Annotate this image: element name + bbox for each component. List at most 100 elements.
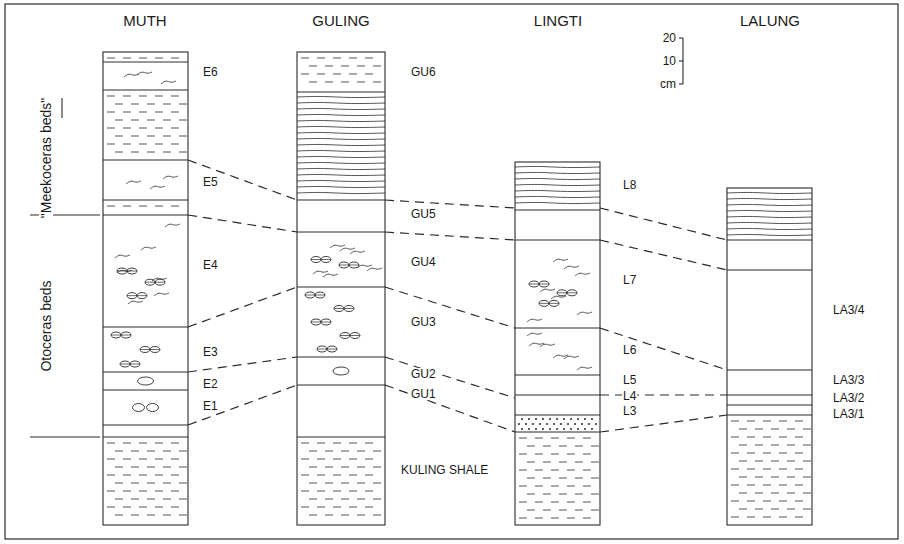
shale-dash (551, 454, 559, 455)
wavy-bedding (367, 268, 382, 271)
shale-dash (551, 438, 559, 439)
shale-dash (551, 502, 559, 503)
shale-dash (803, 477, 811, 478)
shale-dash (583, 502, 591, 503)
shale-dash (779, 469, 787, 470)
shale-dash (771, 461, 779, 462)
shale-dash (341, 467, 349, 468)
conglomerate-dot (549, 418, 551, 420)
wavy-bedding (128, 301, 143, 304)
shale-dash (763, 501, 771, 502)
shale-dash (139, 112, 147, 113)
shale-dash (795, 437, 803, 438)
bed-boundary (103, 160, 188, 161)
shale-dash (779, 421, 787, 422)
ammonite-symbol (557, 290, 577, 296)
bed-boundary (515, 432, 600, 433)
shale-dash (171, 443, 179, 444)
shale-dash (179, 483, 187, 484)
shale-dash (107, 96, 115, 97)
conglomerate-dot (528, 428, 530, 430)
shale-dash (131, 483, 139, 484)
wavy-bedding (124, 74, 139, 77)
shale-dash (107, 58, 115, 59)
lamination (297, 186, 385, 187)
shale-dash (123, 206, 131, 207)
shale-dash (787, 445, 795, 446)
bed-label: L8 (622, 179, 637, 191)
shale-dash (155, 443, 163, 444)
ammonite-symbol (311, 257, 331, 263)
wavy-bedding (350, 251, 365, 254)
shale-dash (115, 483, 123, 484)
shale-dash (139, 491, 147, 492)
column-title: MUTH (122, 13, 167, 28)
bed-boundary (297, 232, 385, 233)
shale-dash (139, 128, 147, 129)
shale-dash (139, 443, 147, 444)
wavy-bedding (137, 72, 152, 75)
wavy-bedding (553, 259, 568, 262)
lamination (515, 202, 600, 203)
shale-dash (731, 469, 739, 470)
bed-label: GU1 (410, 388, 437, 400)
scale-tick (679, 37, 683, 38)
lamination (297, 114, 385, 115)
stratigraphic-column (727, 188, 812, 525)
scale-unit: cm (659, 78, 677, 90)
shale-dash (731, 517, 739, 518)
ammonite-symbol (120, 361, 140, 367)
shale-dash (171, 475, 179, 476)
shale-dash (739, 477, 747, 478)
bed-label: E5 (202, 176, 219, 188)
shale-dash (357, 451, 365, 452)
bed-boundary (103, 390, 188, 391)
shale-dash (115, 136, 123, 137)
bed-boundary (297, 385, 385, 386)
wavy-bedding (165, 224, 180, 227)
correlation-line (188, 385, 297, 425)
wavy-bedding (540, 344, 555, 347)
shale-dash (349, 74, 357, 75)
shale-dash (795, 469, 803, 470)
shale-dash (349, 443, 357, 444)
shale-dash (139, 58, 147, 59)
bed-boundary (103, 90, 188, 91)
correlation-line (188, 287, 297, 327)
shale-dash (107, 459, 115, 460)
ammonite-symbol (311, 319, 331, 325)
shale-dash (131, 499, 139, 500)
shale-dash (779, 453, 787, 454)
bed-boundary (297, 287, 385, 288)
bed-boundary (727, 405, 812, 406)
shale-dash (527, 462, 535, 463)
shale-dash (155, 96, 163, 97)
shale-dash (543, 510, 551, 511)
bed-label: L3 (622, 405, 637, 417)
lamination (727, 210, 812, 211)
lamination (727, 192, 812, 193)
shale-dash (559, 478, 567, 479)
shale-dash (779, 501, 787, 502)
conglomerate-dot (556, 428, 558, 430)
shale-dash (731, 437, 739, 438)
conglomerate-dot (591, 418, 593, 420)
shale-dash (301, 443, 309, 444)
column-title: GULING (311, 13, 371, 28)
shale-dash (755, 477, 763, 478)
shale-dash (123, 459, 131, 460)
lamination (515, 184, 600, 185)
shale-dash (559, 510, 567, 511)
shale-dash (155, 507, 163, 508)
shale-dash (567, 438, 575, 439)
conglomerate-dot (525, 423, 527, 425)
ammonite-symbol (529, 281, 549, 287)
shale-dash (333, 443, 341, 444)
shale-dash (575, 494, 583, 495)
shale-dash (301, 507, 309, 508)
shale-dash (795, 517, 803, 518)
nodule-symbol (333, 367, 349, 375)
shale-dash (357, 66, 365, 67)
shale-dash (317, 491, 325, 492)
shale-dash (163, 499, 171, 500)
